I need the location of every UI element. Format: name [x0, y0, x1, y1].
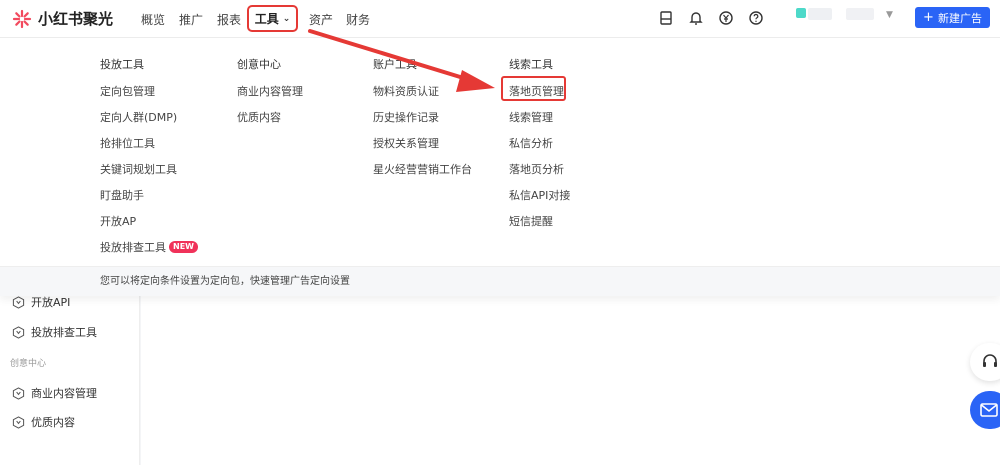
menu-item-sms-reminder[interactable]: 短信提醒 — [509, 215, 553, 228]
menu-item-lead-management[interactable]: 线索管理 — [509, 111, 553, 124]
dropdown-hint: 您可以将定向条件设置为定向包，快速管理广告定向设置 — [0, 266, 1000, 296]
sidebar-item-quality-content[interactable]: 优质内容 — [12, 414, 75, 430]
avatar[interactable] — [796, 8, 806, 18]
cube-icon — [12, 415, 25, 429]
column-title: 账户工具 — [373, 58, 417, 71]
menu-item-monitor-assistant[interactable]: 盯盘助手 — [100, 189, 144, 202]
cube-icon — [12, 386, 25, 400]
menu-item-operation-history[interactable]: 历史操作记录 — [373, 111, 439, 124]
chevron-down-icon: ⌄ — [282, 13, 291, 24]
menu-item-authorization[interactable]: 授权关系管理 — [373, 137, 439, 150]
menu-item-delivery-check[interactable]: 投放排查工具 NEW — [100, 241, 198, 267]
nav-tools[interactable]: 工具 ⌄ — [247, 5, 298, 32]
menu-item-spark-workbench[interactable]: 星火经营营销工作台 — [373, 163, 472, 176]
nav-tools-label: 工具 — [254, 12, 279, 26]
menu-item-landing-page-management[interactable]: 落地页管理 — [509, 85, 564, 98]
column-title: 投放工具 — [100, 58, 144, 71]
currency-icon[interactable] — [718, 10, 734, 26]
sidebar-item-commercial-content[interactable]: 商业内容管理 — [12, 385, 97, 401]
menu-column-creative-center: 创意中心 商业内容管理 优质内容 — [237, 56, 303, 137]
column-title: 线索工具 — [509, 58, 553, 71]
menu-item-commercial-content[interactable]: 商业内容管理 — [237, 85, 303, 98]
menu-item-dmp[interactable]: 定向人群(DMP) — [100, 111, 178, 124]
sidebar-item-label: 投放排查工具 — [31, 326, 97, 339]
new-ad-button[interactable]: + 新建广告 — [915, 7, 990, 28]
menu-item-message-analysis[interactable]: 私信分析 — [509, 137, 553, 150]
main-content — [141, 296, 1000, 465]
menu-column-lead-tools: 线索工具 落地页管理 线索管理 私信分析 落地页分析 私信API对接 短信提醒 — [509, 56, 570, 241]
menu-item-landing-page-analysis[interactable]: 落地页分析 — [509, 163, 564, 176]
cube-icon — [12, 325, 25, 339]
sidebar-item-label: 开放API — [31, 296, 71, 309]
sidebar-item-open-api[interactable]: 开放API — [12, 294, 70, 310]
help-icon[interactable] — [748, 10, 764, 26]
tools-dropdown-menu: 投放工具 定向包管理 定向人群(DMP) 抢排位工具 关键词规划工具 盯盘助手 … — [0, 38, 1000, 296]
account-name-redacted — [846, 8, 874, 20]
nav-overview[interactable]: 概览 — [141, 13, 166, 27]
nav-finance[interactable]: 财务 — [346, 13, 371, 27]
mail-float-button[interactable] — [970, 391, 1000, 429]
menu-item-ranking-tool[interactable]: 抢排位工具 — [100, 137, 155, 150]
menu-item-keyword-planner[interactable]: 关键词规划工具 — [100, 163, 177, 176]
asterisk-logo-icon — [12, 9, 32, 28]
top-navigation-bar: 小红书聚光 概览 推广 报表 工具 ⌄ 资产 财务 ▼ + 新建广告 — [0, 0, 1000, 38]
sidebar-section-creative: 创意中心 — [10, 359, 47, 369]
headset-icon — [983, 354, 997, 367]
nav-assets[interactable]: 资产 — [309, 13, 334, 27]
column-title: 创意中心 — [237, 58, 281, 71]
sidebar-item-label: 优质内容 — [31, 416, 75, 429]
menu-item-quality-content[interactable]: 优质内容 — [237, 111, 281, 124]
nav-promote[interactable]: 推广 — [179, 13, 204, 27]
brand-logo[interactable]: 小红书聚光 — [12, 8, 113, 29]
menu-item-targeting-package[interactable]: 定向包管理 — [100, 85, 155, 98]
menu-item-material-certification[interactable]: 物料资质认证 — [373, 85, 439, 98]
cube-icon — [12, 295, 25, 309]
plus-icon: + — [923, 10, 934, 25]
mail-icon — [980, 403, 998, 417]
menu-item-open-api[interactable]: 开放AP — [100, 215, 137, 228]
sidebar-item-label: 商业内容管理 — [31, 387, 97, 400]
annotation-highlight-box — [501, 76, 566, 101]
menu-column-account-tools: 账户工具 物料资质认证 历史操作记录 授权关系管理 星火经营营销工作台 — [373, 56, 472, 189]
menu-column-delivery-tools: 投放工具 定向包管理 定向人群(DMP) 抢排位工具 关键词规划工具 盯盘助手 … — [100, 56, 198, 267]
new-ad-label: 新建广告 — [937, 11, 982, 25]
sidebar-item-delivery-check[interactable]: 投放排查工具 — [12, 324, 97, 340]
brand-name: 小红书聚光 — [38, 10, 114, 28]
nav-reports[interactable]: 报表 — [217, 13, 242, 27]
caret-down-icon[interactable]: ▼ — [886, 10, 893, 20]
document-icon[interactable] — [658, 10, 674, 26]
bell-icon[interactable] — [688, 10, 704, 26]
avatar-redacted — [808, 8, 832, 20]
support-float-button[interactable] — [970, 343, 1000, 381]
menu-item-message-api[interactable]: 私信API对接 — [509, 189, 571, 202]
new-badge: NEW — [169, 241, 198, 253]
sidebar: 开放API 投放排查工具 创意中心 商业内容管理 优质内容 — [0, 294, 140, 465]
